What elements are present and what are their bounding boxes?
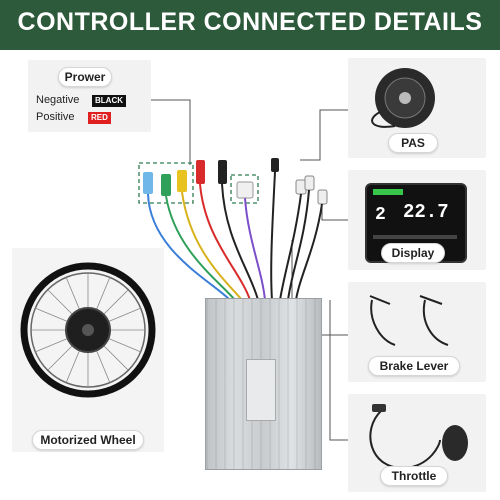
pas-wire — [270, 171, 276, 301]
wheel-tire — [20, 262, 156, 398]
positive-color-tag: RED — [88, 112, 111, 124]
throttle-graphic — [369, 404, 468, 470]
green-connector — [161, 174, 171, 196]
brake-lever-label: Brake Lever — [368, 356, 460, 376]
controller-box — [205, 298, 322, 470]
pas-cable — [371, 111, 396, 128]
display-battery-bar — [373, 189, 403, 195]
throttle-wire — [295, 203, 323, 301]
display-label: Display — [381, 243, 445, 263]
green-wire — [165, 195, 236, 301]
pas-disc-hub — [399, 92, 411, 104]
throttle-connector — [317, 189, 328, 205]
motorized-wheel-label: Motorized Wheel — [32, 430, 144, 450]
purple-wire — [244, 197, 266, 301]
brake-lever-left — [369, 295, 396, 346]
power-callout-line — [151, 99, 191, 165]
wire-bundle — [147, 171, 323, 301]
pas-callout-line — [300, 109, 348, 161]
display-speed: 22.7 — [403, 201, 449, 223]
positive-label: Positive — [36, 111, 75, 123]
blue-wire — [147, 193, 231, 301]
throttle-body — [442, 425, 468, 461]
red-wire — [199, 183, 251, 301]
brake-wire — [287, 189, 310, 301]
throttle-callout-line — [329, 300, 348, 441]
pas-sensor-graphic — [371, 68, 435, 128]
phase-connector-outline — [138, 162, 194, 204]
hall-connector — [236, 181, 254, 199]
throttle-grip — [372, 404, 386, 412]
negative-label: Negative — [36, 94, 80, 106]
controller-label-sticker — [246, 359, 276, 421]
wheel-graphic — [20, 262, 156, 398]
display-info-strip — [373, 235, 457, 239]
power-title: Prower — [58, 67, 112, 87]
black-power-connector — [218, 160, 227, 184]
page-title: CONTROLLER CONNECTED DETAILS — [17, 8, 483, 36]
blue-connector — [143, 172, 153, 194]
red-power-connector — [196, 160, 205, 184]
brake-lever-graphic — [369, 295, 449, 346]
brake-connector — [304, 175, 315, 191]
yellow-connector — [177, 170, 187, 192]
display-gear: 2 — [375, 205, 386, 225]
wheel-hub-center — [82, 324, 94, 336]
throttle-cable — [369, 409, 441, 470]
pas-connector — [271, 158, 279, 172]
pas-label: PAS — [388, 133, 438, 153]
header-banner: CONTROLLER CONNECTED DETAILS — [0, 0, 500, 50]
black-wire — [221, 183, 259, 301]
throttle-label: Throttle — [380, 466, 448, 486]
negative-color-tag: BLACK — [92, 95, 126, 107]
display-wire — [279, 193, 302, 301]
yellow-wire — [181, 191, 243, 301]
brake-lever-right — [419, 295, 449, 346]
